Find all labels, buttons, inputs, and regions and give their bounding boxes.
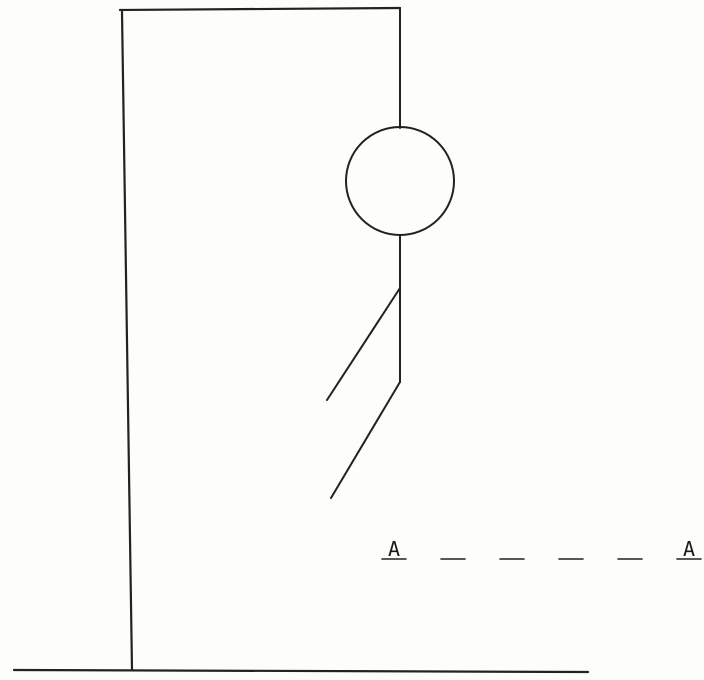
slot-letter: A [683, 537, 695, 561]
slot-letter: A [388, 537, 400, 561]
figure-left-arm [327, 288, 400, 400]
gallows-beam [120, 8, 400, 10]
hangman-figure [327, 127, 454, 498]
figure-head [346, 127, 454, 235]
gallows-base [14, 670, 588, 672]
figure-left-leg [331, 382, 400, 498]
gallows-post [122, 12, 132, 670]
gallows [14, 8, 588, 672]
revealed-letter-slot: A [677, 537, 701, 561]
revealed-letter-slot: A [382, 537, 406, 561]
